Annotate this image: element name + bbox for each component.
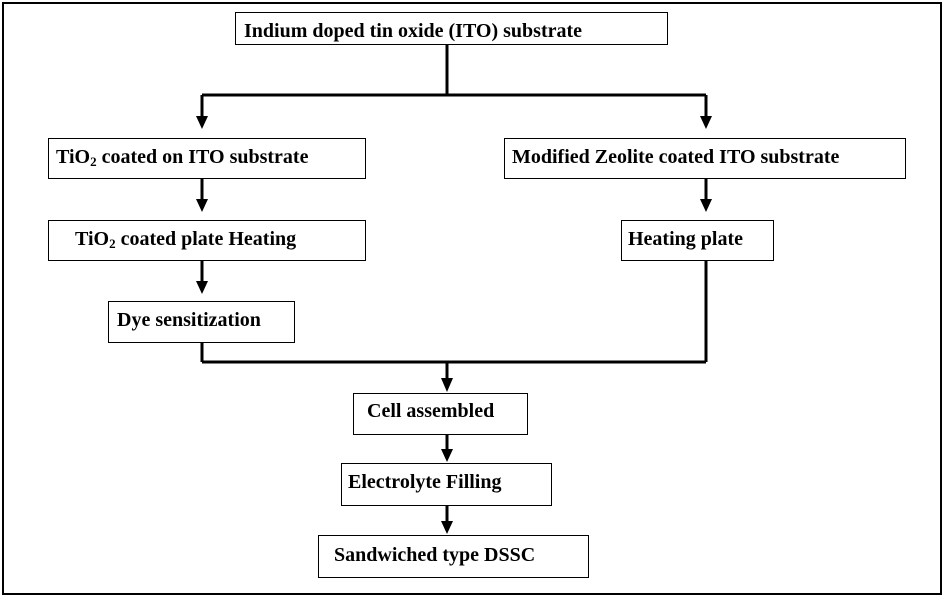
node-ito-substrate-label: Indium doped tin oxide (ITO) substrate — [244, 20, 583, 42]
arrowhead-to-cell-assembled — [441, 378, 453, 392]
node-zeolite-coated: Modified Zeolite coated ITO substrate — [504, 138, 906, 179]
node-cell-assembled-label: Cell assembled — [367, 400, 495, 422]
arrowhead-to-heating-plate — [700, 199, 712, 212]
node-electrolyte-filling: Electrolyte Filling — [341, 463, 552, 506]
arrowhead-to-tio2-coated — [196, 116, 208, 129]
node-tio2-coated-label: TiO2 coated on ITO substrate — [56, 146, 309, 169]
node-tio2-heating: TiO2 coated plate Heating — [48, 220, 366, 261]
arrowhead-to-electrolyte — [441, 449, 453, 462]
node-dye-sensitization-label: Dye sensitization — [117, 309, 261, 331]
node-electrolyte-filling-label: Electrolyte Filling — [348, 471, 502, 493]
node-sandwiched-dssc: Sandwiched type DSSC — [318, 535, 589, 578]
node-heating-plate-label: Heating plate — [628, 228, 743, 250]
node-dye-sensitization: Dye sensitization — [108, 301, 295, 343]
node-zeolite-coated-label: Modified Zeolite coated ITO substrate — [512, 146, 840, 168]
arrowhead-to-dye — [196, 281, 208, 294]
node-heating-plate: Heating plate — [621, 220, 774, 261]
arrowhead-to-zeolite-coated — [700, 116, 712, 129]
node-ito-substrate: Indium doped tin oxide (ITO) substrate — [235, 12, 668, 45]
node-tio2-coated: TiO2 coated on ITO substrate — [48, 138, 366, 179]
arrowhead-to-dssc — [441, 521, 453, 534]
node-cell-assembled: Cell assembled — [353, 393, 528, 435]
node-sandwiched-dssc-label: Sandwiched type DSSC — [334, 544, 536, 566]
node-tio2-heating-label: TiO2 coated plate Heating — [75, 228, 297, 251]
arrowhead-to-tio2-heating — [196, 199, 208, 212]
